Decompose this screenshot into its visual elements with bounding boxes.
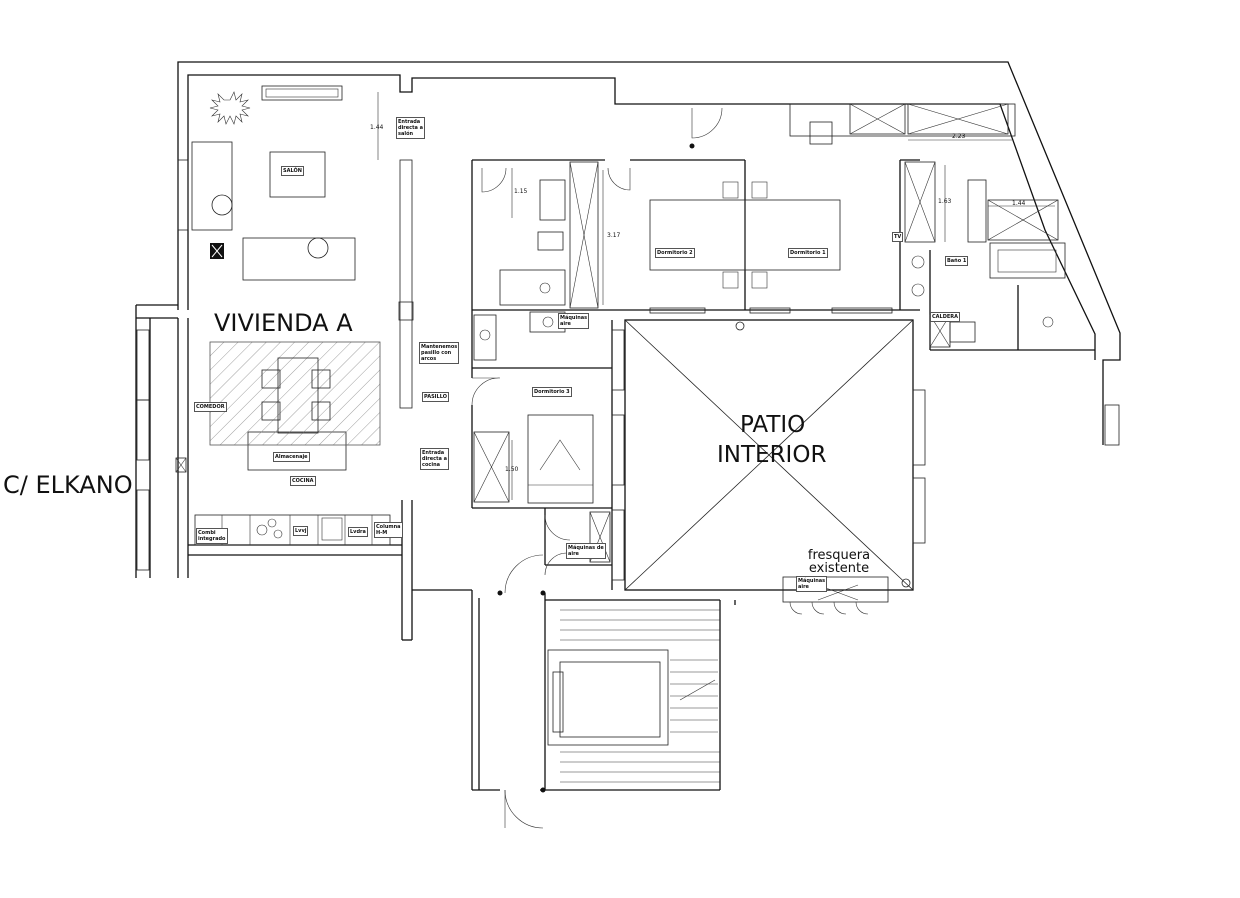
street-windows xyxy=(136,159,189,571)
patio-label-line2: INTERIOR xyxy=(717,442,827,468)
dimension-1-63: 1.63 xyxy=(938,198,952,205)
room-label-pasillo: PASILLO xyxy=(422,392,449,402)
note-maquinas-aire-3: Máquinas aire xyxy=(796,576,828,592)
staircase xyxy=(547,609,720,783)
room-label-dormitorio-3: Dormitorio 3 xyxy=(532,387,572,397)
room-label-comedor: COMEDOR xyxy=(194,402,227,412)
dimension-1-44-a: 1.44 xyxy=(370,124,384,131)
room-label-dormitorio-2: Dormitorio 2 xyxy=(655,248,695,258)
dining-area xyxy=(209,341,381,446)
kitchen-label-combi: Combi integrado xyxy=(196,528,228,544)
interior-walls xyxy=(398,159,1120,590)
note-entrada-cocina: Entrada directa a cocina xyxy=(420,448,449,470)
dimension-1-50: 1.50 xyxy=(505,466,519,473)
room-label-cocina: COCINA xyxy=(290,476,316,486)
room-label-caldera: CALDERA xyxy=(930,312,961,322)
room-label-tv: TV xyxy=(892,232,904,242)
fresquera-label: fresquera existente xyxy=(807,548,871,576)
patio-interior xyxy=(611,307,926,591)
note-pasillo-arcos: Mantenemos pasillo con arcos xyxy=(419,342,460,364)
kitchen-label-lvdra: Lvdra xyxy=(348,527,368,537)
note-entrada-salon: Entrada directa a salón xyxy=(396,117,425,139)
kitchen-label-columna: Columna H-M xyxy=(374,522,403,538)
room-label-bano-1: Baño 1 xyxy=(945,256,969,266)
room-label-almacenaje: Almacenaje xyxy=(273,452,310,462)
fresquera-unit xyxy=(782,576,889,615)
bedroom-furniture xyxy=(473,161,1066,563)
note-maquinas-aire-1: Máquinas aire xyxy=(558,313,590,329)
doors xyxy=(471,107,723,829)
note-maquinas-aire-2: Máquinas de aire xyxy=(566,543,606,559)
terrace-storage xyxy=(789,103,1016,145)
living-furniture xyxy=(191,85,356,281)
dimension-1-44-b: 1.44 xyxy=(1012,200,1026,207)
dwelling-title: VIVIENDA A xyxy=(214,309,353,337)
dimension-2-23: 2.23 xyxy=(952,133,966,140)
dimension-1-15: 1.15 xyxy=(514,188,528,195)
dimension-3-17: 3.17 xyxy=(607,232,621,239)
kitchen-label-lvvj: Lvvj xyxy=(293,526,309,536)
room-label-dormitorio-1: Dormitorio 1 xyxy=(788,248,828,258)
patio-label-line1: PATIO xyxy=(740,412,806,438)
room-label-salon: SALÓN xyxy=(281,166,304,176)
street-name: C/ ELKANO xyxy=(3,471,133,499)
dimension-lines xyxy=(377,92,1055,500)
